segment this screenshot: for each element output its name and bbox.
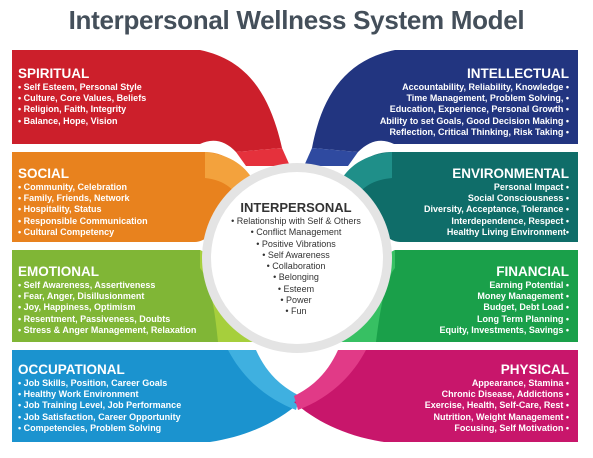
interpersonal-item: • Collaboration	[266, 261, 326, 272]
spiritual-shape	[12, 50, 282, 152]
emotional-item: • Resentment, Passiveness, Doubts	[18, 313, 171, 324]
intellectual-title: INTELLECTUAL	[467, 66, 569, 81]
spiritual-title: SPIRITUAL	[18, 66, 90, 81]
emotional-item: • Fear, Anger, Disillusionment	[18, 291, 145, 302]
occupational-item: • Job Satisfaction, Career Opportunity	[18, 411, 181, 422]
occupational-shape	[12, 350, 300, 442]
emotional-title: EMOTIONAL	[18, 264, 99, 279]
physical-shape	[294, 350, 578, 442]
environmental-item: Social Consciousness •	[467, 193, 569, 204]
emotional-item: • Joy, Happiness, Optimism	[18, 302, 136, 313]
physical-title: PHYSICAL	[500, 362, 569, 377]
interpersonal-item: • Self Awareness	[262, 249, 330, 260]
financial-item: Earning Potential •	[489, 280, 569, 290]
spiritual-item: • Religion, Faith, Integrity	[18, 104, 127, 115]
social-title: SOCIAL	[18, 166, 70, 181]
physical-item: Appearance, Stamina •	[471, 378, 569, 388]
interpersonal-center: INTERPERSONAL • Relationship with Self &…	[221, 200, 371, 318]
intellectual-item: Reflection, Critical Thinking, Risk Taki…	[389, 126, 569, 137]
social-item: • Responsible Communication	[18, 215, 148, 226]
physical-ring-segment	[294, 350, 366, 410]
social-item: • Family, Friends, Network	[18, 193, 130, 204]
spiritual-ring-segment	[236, 148, 290, 166]
social-item: • Cultural Competency	[18, 226, 115, 237]
financial-item: Money Management •	[477, 291, 569, 302]
environmental-item: Personal Impact •	[493, 182, 569, 192]
financial-item: Budget, Debt Load •	[483, 302, 569, 313]
interpersonal-item: • Conflict Management	[250, 227, 342, 238]
emotional-item: • Self Awareness, Assertiveness	[18, 280, 156, 290]
intellectual-ring-segment	[304, 148, 358, 166]
social-shape	[12, 152, 252, 242]
emotional-item: • Stress & Anger Management, Relaxation	[18, 324, 197, 335]
financial-shape	[334, 250, 578, 342]
environmental-item: Healthy Living Environment•	[446, 226, 569, 237]
social-item: • Community, Celebration	[18, 182, 127, 192]
occupational-ring-segment	[228, 350, 300, 410]
occupational-item: • Job Skills, Position, Career Goals	[18, 378, 168, 388]
spiritual-panel: SPIRITUAL • Self Esteem, Personal Style …	[18, 66, 146, 127]
financial-title: FINANCIAL	[496, 264, 569, 279]
intellectual-item: Education, Experience, Personal Growth •	[389, 104, 569, 115]
social-panel: SOCIAL • Community, Celebration • Family…	[18, 166, 148, 238]
interpersonal-item: • Relationship with Self & Others	[231, 216, 361, 226]
spiritual-item: • Self Esteem, Personal Style	[18, 82, 142, 92]
environmental-title: ENVIRONMENTAL	[452, 166, 569, 181]
diagram-title: Interpersonal Wellness System Model	[68, 5, 525, 35]
intellectual-shape	[312, 50, 578, 152]
emotional-shape	[12, 250, 260, 342]
interpersonal-item: • Positive Vibrations	[256, 238, 336, 249]
interpersonal-item: • Fun	[285, 306, 307, 317]
environmental-item: Interdependence, Respect •	[451, 215, 569, 226]
interpersonal-circle	[211, 172, 383, 344]
occupational-item: • Competencies, Problem Solving	[18, 422, 162, 433]
spiritual-item: • Culture, Core Values, Beliefs	[18, 93, 147, 104]
spiritual-item: • Balance, Hope, Vision	[18, 115, 118, 126]
occupational-item: • Job Training Level, Job Performance	[18, 400, 182, 411]
intellectual-panel: INTELLECTUAL Accountability, Reliability…	[380, 66, 569, 138]
physical-panel: PHYSICAL Appearance, Stamina • Chronic D…	[425, 362, 569, 434]
interpersonal-title: INTERPERSONAL	[240, 200, 352, 215]
emotional-panel: EMOTIONAL • Self Awareness, Assertivenes…	[18, 264, 196, 336]
environmental-panel: ENVIRONMENTAL Personal Impact • Social C…	[424, 166, 569, 238]
intellectual-item: Accountability, Reliability, Knowledge •	[402, 82, 569, 92]
occupational-panel: OCCUPATIONAL • Job Skills, Position, Car…	[18, 362, 181, 434]
interpersonal-item: • Power	[280, 295, 312, 306]
interpersonal-item: • Esteem	[277, 283, 315, 294]
financial-panel: FINANCIAL Earning Potential • Money Mana…	[439, 264, 569, 336]
occupational-title: OCCUPATIONAL	[18, 362, 125, 377]
social-item: • Hospitality, Status	[18, 204, 102, 215]
physical-item: Nutrition, Weight Management •	[433, 411, 569, 422]
occupational-item: • Healthy Work Environment	[18, 389, 139, 400]
interpersonal-item: • Belonging	[273, 272, 319, 283]
physical-item: Exercise, Health, Self-Care, Rest •	[424, 400, 569, 411]
financial-item: Equity, Investments, Savings •	[439, 324, 569, 335]
intellectual-item: Time Management, Problem Solving, •	[406, 93, 569, 104]
environmental-shape	[342, 152, 578, 242]
physical-item: Chronic Disease, Addictions •	[441, 389, 569, 400]
financial-item: Long Term Planning •	[477, 313, 569, 324]
intellectual-item: Ability to set Goals, Good Decision Maki…	[379, 115, 569, 126]
environmental-item: Diversity, Acceptance, Tolerance •	[423, 204, 569, 215]
physical-item: Focusing, Self Motivation •	[454, 422, 569, 433]
